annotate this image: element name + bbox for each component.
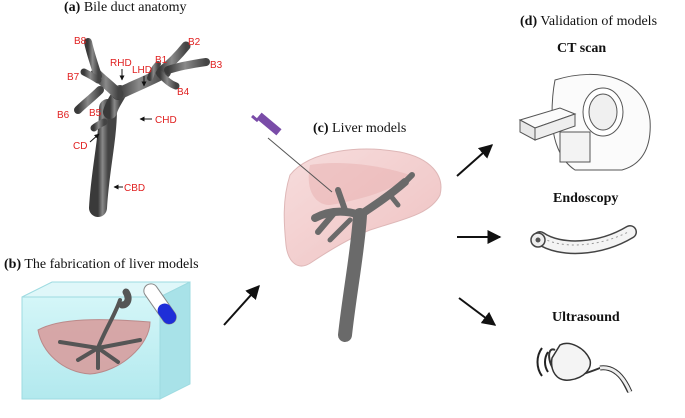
- endoscope-icon: [530, 225, 637, 255]
- fabrication-tank: [21, 281, 191, 400]
- panel-b-text: The fabrication of liver models: [24, 257, 199, 272]
- arrow-c-to-ct: [456, 144, 494, 177]
- label-b3: B3: [210, 60, 223, 71]
- panel-a-text: Bile duct anatomy: [83, 0, 187, 15]
- panel-a-letter: (a): [64, 0, 81, 15]
- panel-d-text: Validation of models: [540, 14, 658, 29]
- panel-b-title: (b) The fabrication of liver models: [4, 257, 199, 273]
- workflow-arrows: [223, 144, 502, 326]
- ct-scanner-icon: [518, 73, 651, 171]
- label-cbd: CBD: [124, 183, 145, 194]
- arrow-c-to-ultrasound: [458, 297, 497, 326]
- label-b7: B7: [67, 72, 80, 83]
- label-b4: B4: [177, 87, 190, 98]
- ultrasound-label: Ultrasound: [552, 310, 620, 325]
- label-pointers: [89, 69, 152, 190]
- panel-c-letter: (c): [313, 121, 329, 136]
- liver-model: [251, 112, 442, 342]
- label-cd: CD: [73, 141, 87, 152]
- label-b5: B5: [89, 108, 102, 119]
- ct-scan-label: CT scan: [557, 41, 607, 56]
- panel-c-title: (c) Liver models: [313, 121, 406, 137]
- syringe-icon: [251, 112, 333, 193]
- label-lhd: LHD: [132, 65, 152, 76]
- panel-a-title: (a) Bile duct anatomy: [64, 0, 186, 16]
- label-chd: CHD: [155, 115, 177, 126]
- panel-d-letter: (d): [520, 14, 538, 29]
- label-b2: B2: [188, 37, 201, 48]
- arrow-b-to-c: [223, 284, 260, 326]
- anatomy-label-group: B8 B7 B6 B5 RHD LHD B1 B2 B3 B4 CHD CD C…: [57, 36, 223, 194]
- label-b8: B8: [74, 36, 87, 47]
- label-b1: B1: [155, 55, 168, 66]
- label-b6: B6: [57, 110, 70, 121]
- bile-duct-model: [74, 38, 210, 217]
- panel-b-letter: (b): [4, 257, 22, 272]
- label-rhd: RHD: [110, 58, 132, 69]
- panel-d-title: (d) Validation of models: [520, 14, 657, 30]
- endoscopy-label: Endoscopy: [553, 191, 619, 206]
- panel-c-text: Liver models: [332, 121, 407, 136]
- ultrasound-probe-icon: [536, 342, 633, 394]
